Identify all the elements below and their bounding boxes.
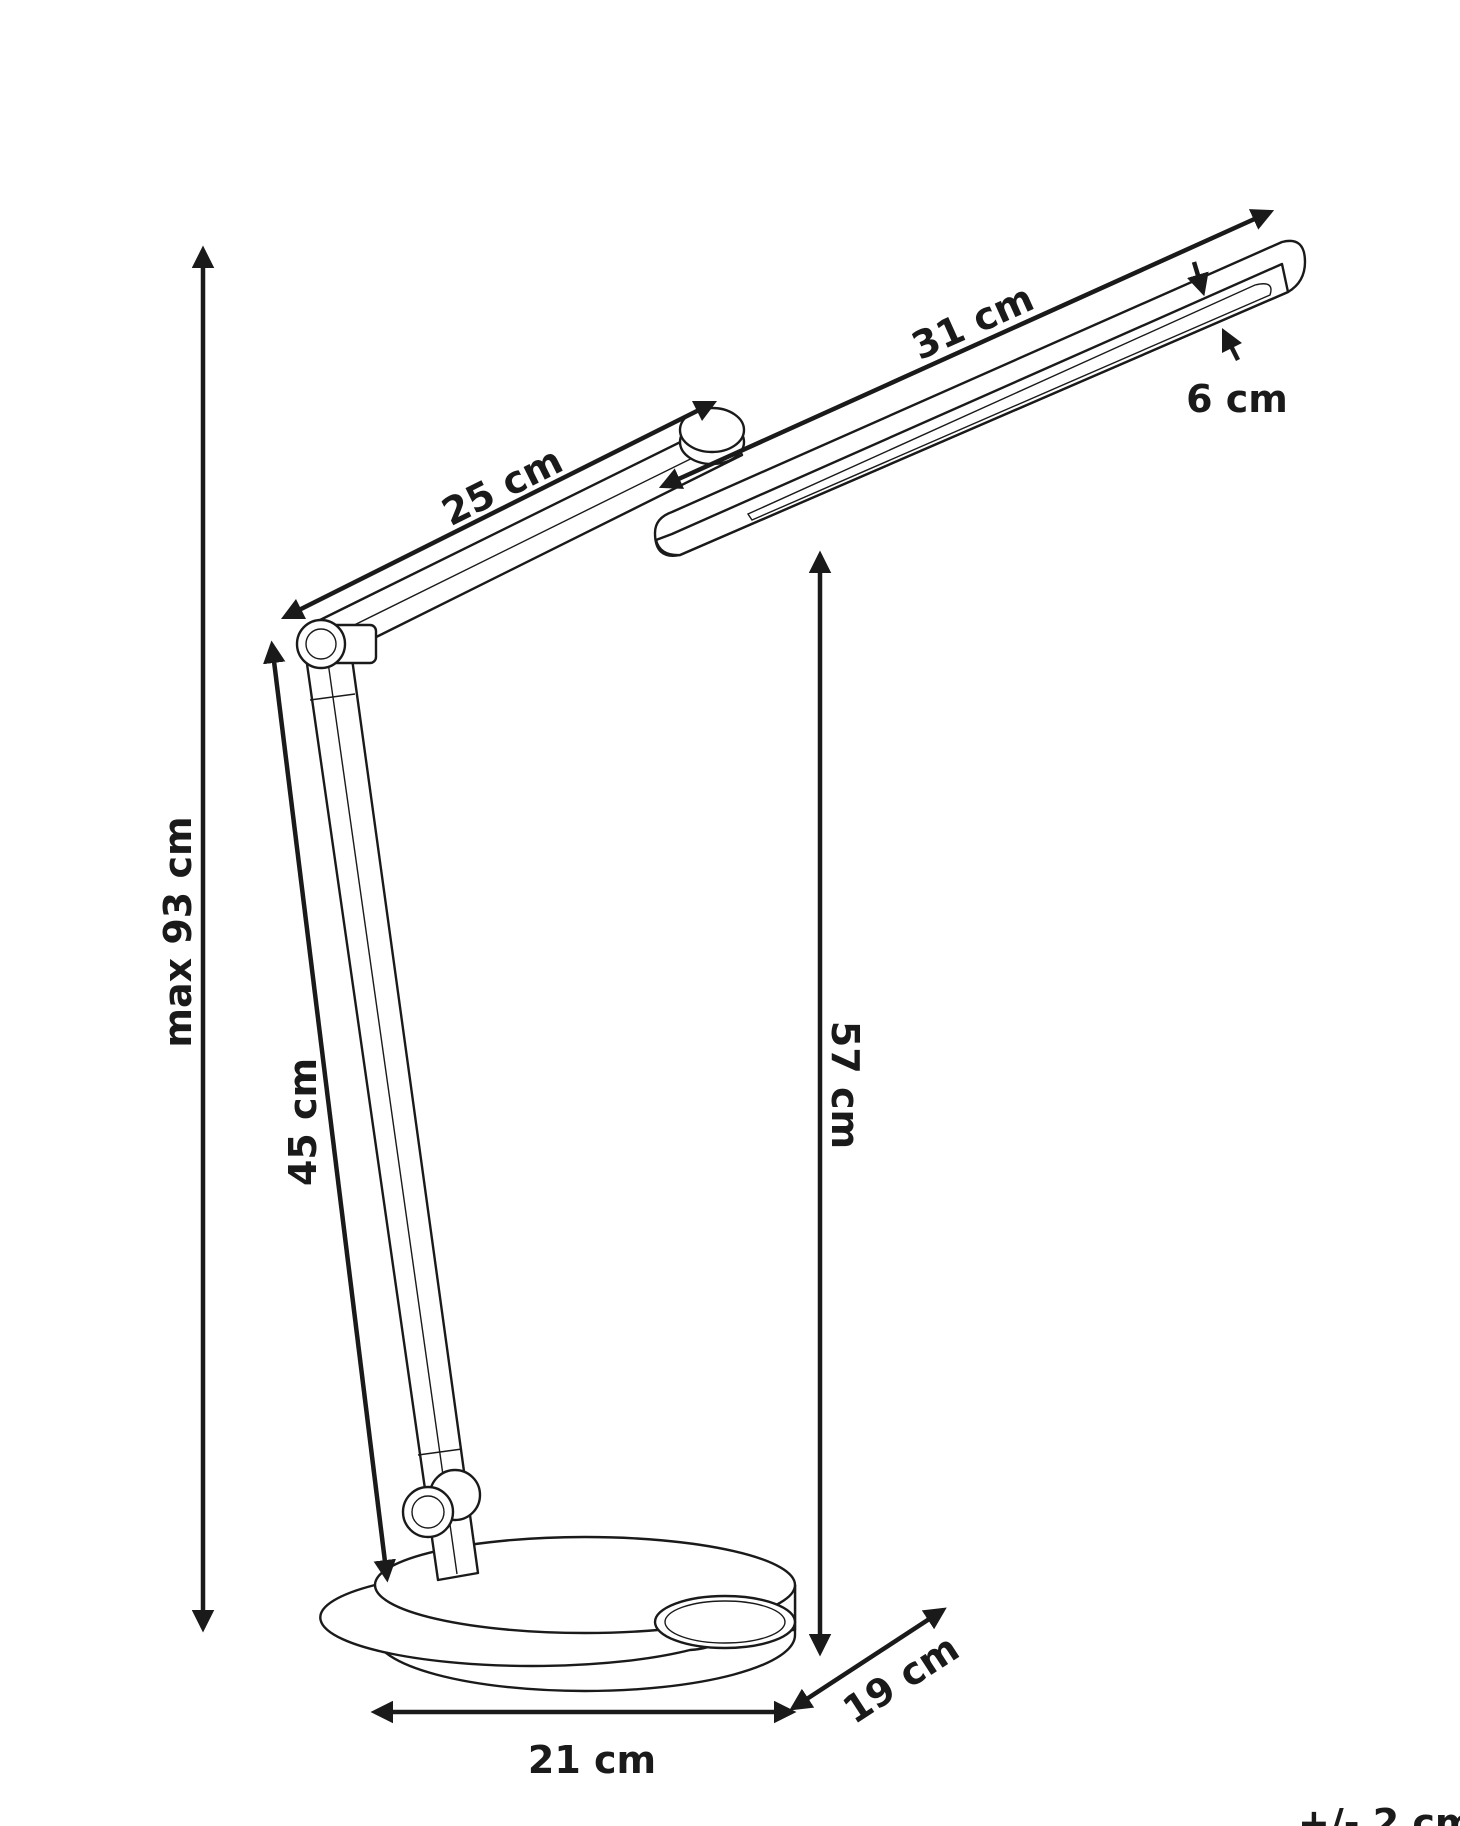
upper-arm-line bbox=[280, 400, 718, 620]
head-width-bottom-arrow bbox=[1221, 327, 1243, 362]
head-clearance-label: 57 cm bbox=[823, 1021, 867, 1149]
lower-arm-label: 45 cm bbox=[281, 1058, 325, 1186]
lower-hinge bbox=[401, 1468, 482, 1539]
head-width-label: 6 cm bbox=[1186, 377, 1288, 421]
tolerance-label: +/- 2 cm bbox=[1298, 1801, 1460, 1826]
base-depth-label: 19 cm bbox=[835, 1626, 967, 1733]
base-depth-line bbox=[789, 1607, 947, 1711]
lamp-head-line bbox=[658, 209, 1275, 489]
base-width-label: 21 cm bbox=[528, 1738, 656, 1782]
touch-control-pad bbox=[653, 1594, 797, 1650]
dimension-labels: max 93 cm 45 cm 25 cm 31 cm 6 cm 57 cm 2… bbox=[156, 276, 1460, 1826]
lamp-base bbox=[319, 1535, 797, 1693]
lower-arm-line bbox=[263, 640, 396, 1583]
head-width-top-arrow bbox=[1187, 261, 1209, 297]
lamp-head-label: 31 cm bbox=[905, 276, 1040, 369]
max-height-label: max 93 cm bbox=[156, 816, 200, 1047]
lamp-illustration bbox=[295, 239, 1307, 1693]
dimension-lines bbox=[191, 209, 1275, 1724]
upper-hinge bbox=[295, 618, 378, 670]
